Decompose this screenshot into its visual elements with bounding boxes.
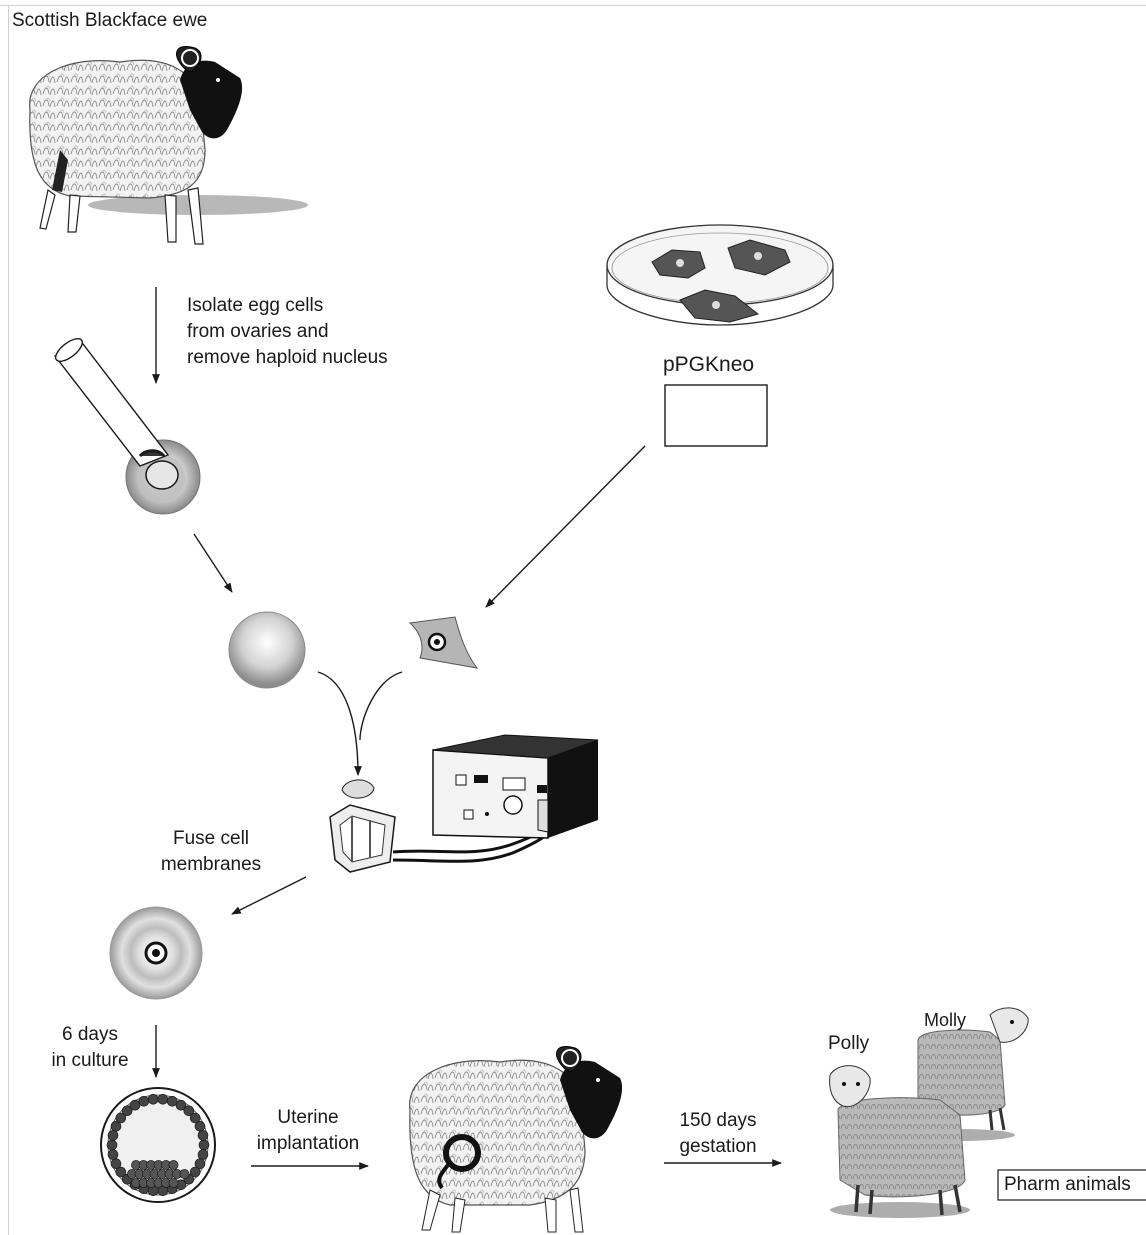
trophoblast-cell <box>115 1166 127 1178</box>
trophoblast-cell <box>194 1121 206 1132</box>
inner-cell-mass-cell <box>179 1169 190 1179</box>
diagram-title: Scottish Blackface ewe <box>12 10 208 31</box>
fibroblast-cell-icon <box>408 616 479 669</box>
trophoblast-cell <box>197 1130 209 1141</box>
plasmid-box <box>664 384 768 447</box>
isolate-label-line1: Isolate egg cells <box>187 295 324 316</box>
trophoblast-cell <box>110 1158 122 1169</box>
arrow-merge-right <box>359 671 403 741</box>
egg-cell-icon <box>109 906 203 1000</box>
fuse-label-line1: Fuse cell <box>172 828 250 849</box>
arrow-enucleated <box>193 533 233 593</box>
trophoblast-cell <box>129 1099 141 1111</box>
petri-dish-icon <box>606 224 834 326</box>
gestation-label-line2: gestation <box>679 1136 757 1157</box>
trophoblast-cell <box>197 1149 209 1160</box>
trophoblast-cell <box>110 1121 122 1132</box>
sheep-icon <box>409 1046 623 1233</box>
trophoblast-cell <box>183 1105 195 1117</box>
fusion-chamber-icon <box>329 779 396 873</box>
arrow-transfect <box>485 445 646 608</box>
frame-left <box>8 5 9 1235</box>
fuse-label-line2: membranes <box>160 854 262 875</box>
frame-top <box>0 5 1146 6</box>
trophoblast-cell <box>107 1130 119 1141</box>
polly-label: Polly <box>828 1033 870 1054</box>
gestation-label-line1: 150 days <box>679 1110 757 1131</box>
trophoblast-cell <box>194 1158 206 1169</box>
trophoblast-cell <box>189 1166 201 1178</box>
trophoblast-cell <box>189 1112 201 1124</box>
pharm-box <box>997 1169 1146 1201</box>
implant-label-line2: implantation <box>256 1133 360 1154</box>
trophoblast-cell <box>198 1139 210 1151</box>
implant-label-line1: Uterine <box>277 1107 339 1128</box>
trophoblast-cell <box>166 1096 178 1107</box>
blastocyst-icon <box>100 1087 216 1203</box>
culture-label-line2: in culture <box>51 1050 129 1071</box>
trophoblast-cell <box>175 1099 187 1111</box>
trophoblast-cell <box>121 1105 133 1117</box>
trophoblast-cell <box>106 1139 118 1151</box>
egg-cell-icon <box>228 611 306 689</box>
electroporator-icon <box>432 734 599 839</box>
culture-label-line1: 6 days <box>62 1024 118 1045</box>
lamb-icon <box>829 1065 970 1218</box>
sheep-icon <box>29 46 308 245</box>
trophoblast-cell <box>157 1094 169 1105</box>
pharm-label: Pharm animals <box>1004 1174 1131 1195</box>
trophoblast-cell <box>138 1096 150 1107</box>
inner-cell-mass-cell <box>168 1160 179 1170</box>
isolate-label-line3: remove haploid nucleus <box>187 347 388 368</box>
trophoblast-cell <box>115 1112 127 1124</box>
inner-cell-mass-cell <box>168 1178 179 1188</box>
micropipette-icon <box>53 338 201 515</box>
molly-label: Molly <box>924 1010 967 1030</box>
arrow-fuse <box>231 876 307 915</box>
isolate-label-line2: from ovaries and <box>187 321 329 342</box>
arrow-merge-left <box>317 671 362 776</box>
trophoblast-cell <box>147 1094 159 1105</box>
plasmid-label: pPGKneo <box>663 353 755 376</box>
trophoblast-cell <box>107 1149 119 1160</box>
